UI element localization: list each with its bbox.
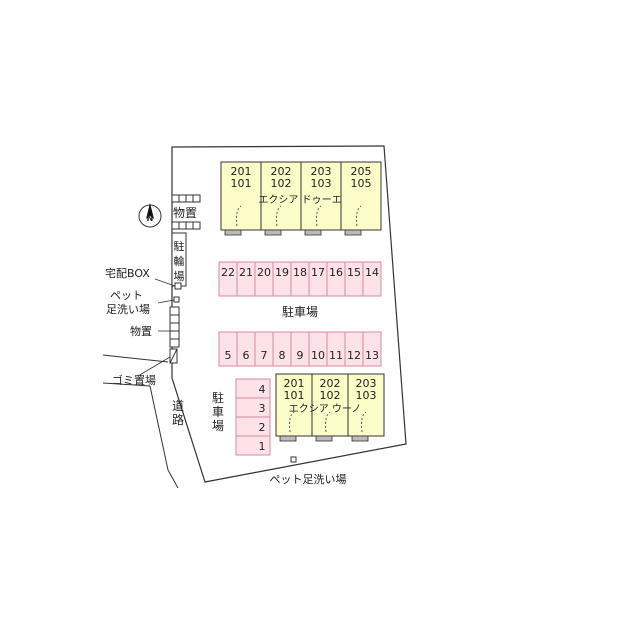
parking-number: 13 [365, 349, 379, 362]
unit-upper-number: 202 [320, 377, 341, 390]
parking-space-9: 9 [290, 331, 310, 367]
parking-space-15: 15 [344, 261, 364, 297]
parking-row-top: 22 21 20 19 18 17 16 15 14 [218, 261, 382, 297]
garbage-label: ゴミ置場 [112, 373, 156, 387]
bicycle-parking-label: 駐輪場 [174, 239, 185, 283]
pet-wash-left [173, 296, 180, 303]
storage-mid-label: 物置 [130, 324, 152, 338]
parking-space-16: 16 [326, 261, 346, 297]
storage-top [171, 194, 201, 230]
svg-text:道路: 道路 [172, 399, 184, 427]
unit-lower-number: 101 [231, 177, 252, 190]
parking-space-2: 2 [235, 416, 271, 437]
parking-space-19: 19 [272, 261, 292, 297]
parking-number: 18 [293, 266, 307, 279]
parking-number: 6 [243, 349, 250, 362]
delivery-box-label: 宅配BOX [105, 266, 150, 280]
parking-number: 21 [239, 266, 253, 279]
unit-lower-number: 101 [284, 389, 305, 402]
parking-number: 7 [261, 349, 268, 362]
parking-number: 9 [297, 349, 304, 362]
parking-number: 3 [259, 402, 266, 415]
parking-space-1: 1 [235, 435, 271, 456]
building-b-name: エクシア ウーノ [289, 403, 362, 415]
parking-space-13: 13 [362, 331, 382, 367]
unit-upper-number: 203 [356, 377, 377, 390]
parking-number: 20 [257, 266, 271, 279]
parking-space-10: 10 [308, 331, 328, 367]
pet-wash-left-line1: ペット [110, 289, 143, 302]
storage-top-label: 物置 [173, 206, 197, 220]
parking-number: 22 [221, 266, 235, 279]
unit-lower-number: 103 [356, 389, 377, 402]
parking-col-left: 4 3 2 1 [235, 378, 271, 456]
parking-space-22: 22 [218, 261, 238, 297]
parking-number: 10 [311, 349, 325, 362]
pet-wash-left-line2: 足洗い場 [106, 303, 150, 316]
unit-lower-number: 103 [311, 177, 332, 190]
unit-upper-number: 201 [231, 165, 252, 178]
parking-number: 11 [329, 349, 343, 362]
parking-number: 19 [275, 266, 289, 279]
parking-space-5: 5 [218, 331, 238, 367]
unit-upper-number: 201 [284, 377, 305, 390]
parking-space-7: 7 [254, 331, 274, 367]
parking-center-label: 駐車場 [282, 304, 318, 319]
parking-number: 4 [259, 383, 266, 396]
parking-number: 1 [259, 440, 266, 453]
road-label: 道路 [172, 399, 184, 427]
parking-left-label: 駐車場 [212, 390, 224, 433]
parking-number: 16 [329, 266, 343, 279]
parking-space-18: 18 [290, 261, 310, 297]
parking-space-8: 8 [272, 331, 292, 367]
compass-north-icon: N [138, 203, 162, 228]
unit-lower-number: 102 [320, 389, 341, 402]
compass-n-label: N [147, 214, 154, 223]
parking-number: 8 [279, 349, 286, 362]
parking-space-21: 21 [236, 261, 256, 297]
parking-space-6: 6 [236, 331, 256, 367]
parking-number: 12 [347, 349, 361, 362]
unit-lower-number: 105 [351, 177, 372, 190]
garbage-area [169, 348, 178, 364]
parking-number: 5 [225, 349, 232, 362]
svg-text:駐輪場: 駐輪場 [174, 239, 185, 283]
pet-wash-bottom [290, 456, 297, 463]
parking-space-4: 4 [235, 378, 271, 399]
parking-space-12: 12 [344, 331, 364, 367]
parking-space-3: 3 [235, 397, 271, 418]
parking-number: 14 [365, 266, 379, 279]
parking-number: 15 [347, 266, 361, 279]
unit-upper-number: 205 [351, 165, 372, 178]
pet-wash-bottom-label: ペット足洗い場 [270, 473, 347, 486]
svg-text:駐車場: 駐車場 [212, 390, 224, 433]
road [102, 354, 179, 489]
unit-lower-number: 102 [271, 177, 292, 190]
parking-number: 2 [259, 421, 266, 434]
delivery-box [174, 282, 182, 290]
parking-space-17: 17 [308, 261, 328, 297]
parking-space-11: 11 [326, 331, 346, 367]
building-a-name: エクシア ドゥーエ [258, 194, 341, 206]
unit-upper-number: 203 [311, 165, 332, 178]
parking-space-20: 20 [254, 261, 274, 297]
parking-space-14: 14 [362, 261, 382, 297]
parking-number: 17 [311, 266, 325, 279]
storage-mid [169, 306, 180, 348]
unit-upper-number: 202 [271, 165, 292, 178]
